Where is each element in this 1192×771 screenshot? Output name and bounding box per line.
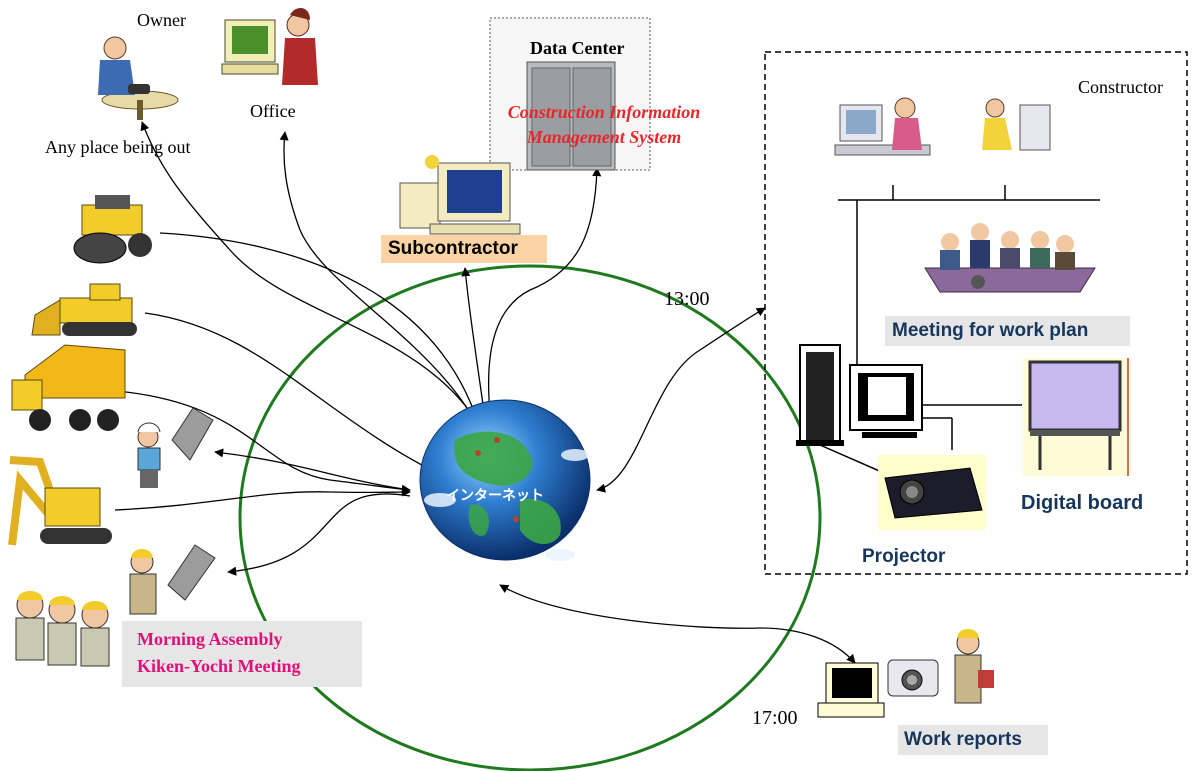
meeting-table-icon [924,223,1096,293]
laptop-icon [817,662,885,718]
link-bulldozer [144,312,471,489]
office-worker-icon [221,8,318,85]
kiken-yochi-label: Kiken-Yochi Meeting [137,656,301,676]
server-rack-icon [526,61,616,171]
meeting-work-plan-label: Meeting for work plan [892,320,1089,341]
digital-board-label: Digital board [1021,492,1144,514]
meeting-label-highlight [885,316,1130,346]
data-center-title: Data Center [530,38,625,58]
dump-truck-icon [11,344,126,431]
field-worker-icon [137,422,161,488]
link-constructor [596,307,766,493]
subcontractor-computer-icon [399,155,521,235]
constructor-label: Constructor [1078,77,1163,97]
link-excavator [114,487,411,511]
digital-camera-icon [887,659,939,697]
owner-figure-icon [98,36,179,120]
data-center-system-line1: Construction Information [507,102,701,122]
subcontractor-highlight [381,235,547,263]
work-reports-label: Work reports [904,729,1022,750]
office-label: Office [250,101,296,121]
time-1300-label: 13:00 [664,288,710,310]
link-worker-phone [214,448,411,491]
link-work-reports [499,584,856,664]
morning-label-highlight [122,621,362,687]
work-reports-highlight [898,725,1048,755]
subcontractor-label: Subcontractor [388,238,518,259]
projector-icon [884,467,983,519]
any-place-label: Any place being out [45,137,191,157]
data-center-system-line2: Management System [526,127,682,147]
inspector-worker-icon [954,629,994,704]
road-roller-icon [73,195,152,264]
bulldozer-icon [31,283,137,336]
mobile-phone-icon [171,407,214,461]
monitor-icon [849,364,923,438]
globe-icon [419,399,591,561]
link-morning [227,493,411,576]
link-owner [140,121,506,491]
time-1700-label: 17:00 [752,707,798,729]
server-tower-icon [796,344,844,446]
projector-label: Projector [862,546,946,567]
constructor-box [764,51,1188,575]
owner-label: Owner [137,10,186,30]
link-dumptruck [104,389,411,494]
morning-assembly-workers-icon [15,549,157,667]
mobile-phone-icon-2 [167,544,216,601]
morning-assembly-label: Morning Assembly [137,629,283,649]
excavator-icon [8,456,112,546]
constructor-office-staff-icon [834,97,1051,156]
internet-label: インターネット [446,487,544,503]
digital-board-icon [1023,358,1131,476]
